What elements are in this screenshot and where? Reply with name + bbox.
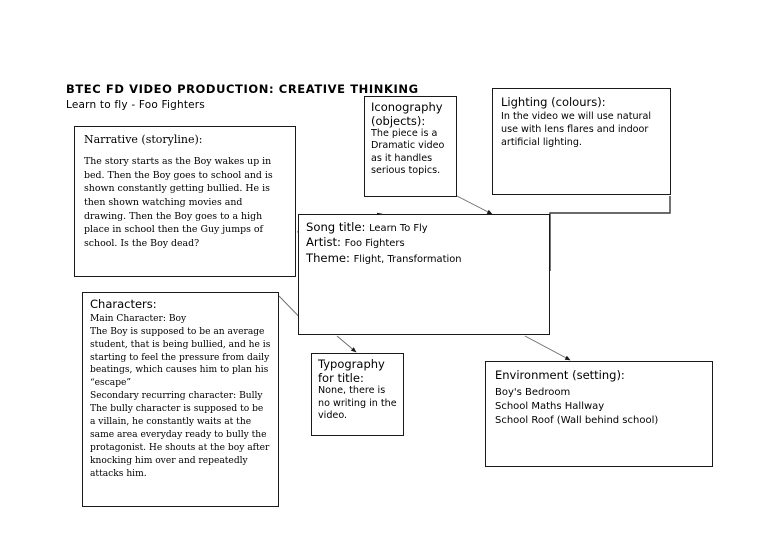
secondary-character-line: Secondary recurring character: Bully [90, 391, 263, 402]
typography-box[interactable]: Typography for title: None, there is no … [311, 353, 404, 436]
narrative-body: The story starts as the Boy wakes up in … [84, 156, 273, 249]
narrative-heading: Narrative (storyline): [84, 133, 203, 146]
song-title-value: Learn To Fly [369, 223, 428, 234]
environment-item: School Roof (Wall behind school) [495, 415, 659, 427]
artist-label: Artist: [306, 235, 341, 250]
environment-item: Boy's Bedroom [495, 386, 571, 398]
connector-lighting-to-song [549, 196, 671, 271]
environment-box[interactable]: Environment (setting): Boy's Bedroom Sch… [485, 361, 713, 467]
main-character-line: Main Character: Boy [90, 313, 187, 324]
environment-body: Boy's Bedroom School Maths Hallway Schoo… [495, 386, 703, 429]
lighting-heading: Lighting (colours): [501, 95, 606, 109]
theme-label: Theme: [306, 250, 350, 265]
main-character-description: The Boy is supposed to be an average stu… [90, 326, 271, 389]
song-details-box[interactable]: Song title: Learn To Fly Artist: Foo Fig… [298, 214, 550, 335]
characters-box[interactable]: Characters: Main Character: Boy The Boy … [82, 292, 279, 507]
characters-body: Main Character: Boy The Boy is supposed … [90, 313, 271, 481]
iconography-box[interactable]: Iconography (objects): The piece is a Dr… [364, 96, 457, 197]
typography-body: None, there is no writing in the video. [318, 385, 397, 422]
artist-row: Artist: Foo Fighters [306, 235, 542, 250]
connector-iconography-to-song [456, 195, 493, 215]
artist-value: Foo Fighters [344, 238, 405, 250]
typography-heading: Typography for title: [318, 357, 385, 385]
connector-song-to-typography [336, 335, 357, 353]
theme-value: Flight, Transformation [353, 253, 462, 265]
theme-row: Theme: Flight, Transformation [306, 251, 542, 266]
page-subtitle: Learn to fly - Foo Fighters [66, 99, 205, 111]
song-title-label: Song title: [306, 220, 366, 234]
song-title-row: Song title: Learn To Fly [306, 220, 542, 235]
narrative-box[interactable]: Narrative (storyline): The story starts … [74, 126, 296, 277]
secondary-character-description: The bully character is supposed to be a … [90, 404, 270, 479]
iconography-body: The piece is a Dramatic video as it hand… [371, 128, 445, 176]
environment-item: School Maths Hallway [495, 400, 605, 412]
lighting-body: In the video we will use natural use wit… [501, 110, 652, 148]
environment-heading: Environment (setting): [495, 368, 625, 382]
iconography-heading: Iconography (objects): [371, 100, 443, 128]
page-title: BTEC FD VIDEO PRODUCTION: CREATIVE THINK… [66, 82, 419, 96]
characters-heading: Characters: [90, 297, 157, 311]
lighting-box[interactable]: Lighting (colours): In the video we will… [492, 88, 671, 195]
connector-song-to-environment [524, 335, 571, 361]
